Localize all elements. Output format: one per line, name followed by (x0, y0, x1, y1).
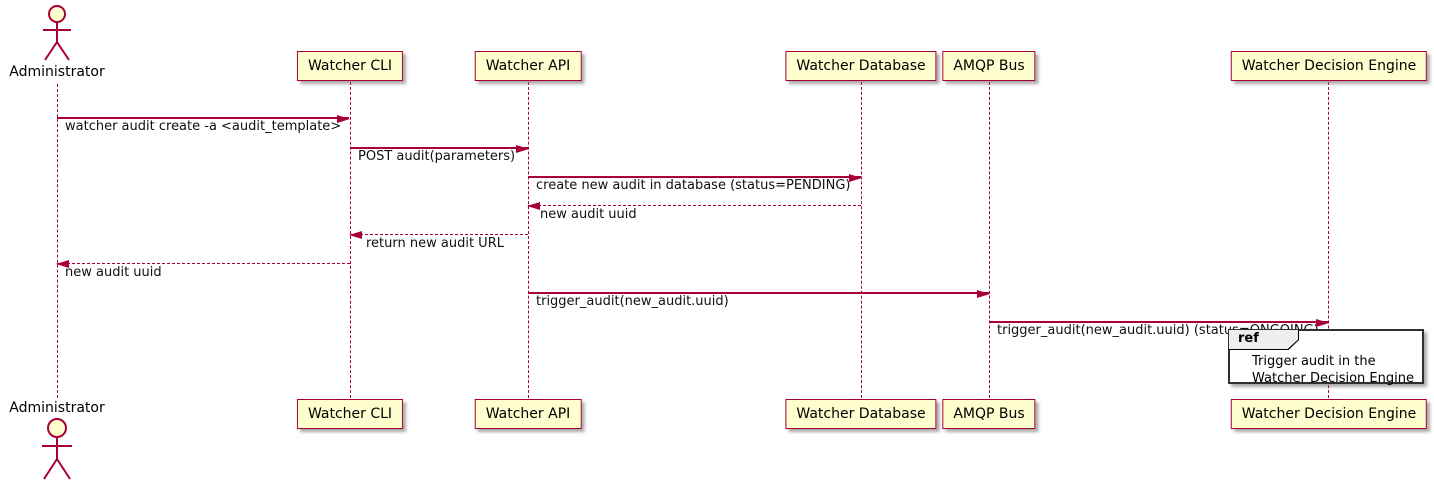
ref-keyword: ref (1229, 330, 1298, 349)
participant-watcher-api-bottom: Watcher API (474, 399, 582, 429)
actor-administrator-top: Administrator (7, 4, 107, 80)
message-4: new audit uuid (527, 202, 861, 227)
message-label: new audit uuid (65, 265, 162, 280)
lifeline-amqp-bus (989, 82, 990, 398)
message-2: POST audit(parameters) (350, 145, 529, 169)
message-arrow (349, 231, 528, 239)
message-arrow (528, 290, 990, 298)
arrowhead-icon (516, 145, 529, 153)
participant-amqp-bus-top: AMQP Bus (942, 51, 1036, 81)
ref-text-line1: Trigger audit in the (1252, 354, 1376, 369)
message-label: trigger_audit(new_audit.uuid) (536, 294, 729, 309)
message-7: trigger_audit(new_audit.uuid) (528, 290, 990, 314)
message-label: POST audit(parameters) (358, 149, 516, 164)
message-arrow (57, 115, 350, 123)
actor-icon (43, 5, 71, 61)
arrowhead-icon (349, 231, 362, 239)
actor-label: Administrator (9, 400, 105, 416)
participant-watcher-cli-top: Watcher CLI (296, 51, 404, 81)
arrowhead-icon (977, 290, 990, 298)
message-3: create new audit in database (status=PEN… (528, 174, 862, 198)
message-label: create new audit in database (status=PEN… (536, 178, 851, 193)
message-arrow (528, 174, 862, 182)
ref-body: Trigger audit in the Watcher Decision En… (1252, 353, 1414, 387)
participant-watcher-database-bottom: Watcher Database (785, 399, 937, 429)
message-arrow (989, 319, 1329, 327)
actor-label: Administrator (9, 64, 105, 80)
arrowhead-icon (56, 260, 69, 268)
message-label: watcher audit create -a <audit_template> (65, 119, 342, 134)
lifeline-administrator (57, 84, 58, 398)
message-6: new audit uuid (56, 260, 350, 285)
participant-watcher-decision-engine-top: Watcher Decision Engine (1230, 51, 1428, 81)
message-label: new audit uuid (540, 207, 637, 222)
ref-fragment: ref Trigger audit in the Watcher Decisio… (1228, 329, 1424, 387)
participant-watcher-database-top: Watcher Database (785, 51, 937, 81)
participant-watcher-cli-bottom: Watcher CLI (296, 399, 404, 429)
message-arrow (527, 202, 861, 210)
lifeline-watcher-cli (350, 82, 351, 398)
lifeline-watcher-api (528, 82, 529, 398)
participant-amqp-bus-bottom: AMQP Bus (942, 399, 1036, 429)
lifeline-watcher-decision-engine (1328, 82, 1329, 398)
message-arrow (350, 145, 529, 153)
message-label: return new audit URL (366, 236, 504, 251)
message-5: return new audit URL (349, 231, 528, 256)
message-arrow (56, 260, 350, 268)
actor-administrator-bottom: Administrator (7, 400, 107, 484)
arrowhead-icon (527, 202, 540, 210)
participant-watcher-decision-engine-bottom: Watcher Decision Engine (1230, 399, 1428, 429)
arrowhead-icon (337, 115, 350, 123)
ref-text-line2: Watcher Decision Engine (1252, 371, 1414, 386)
participant-watcher-api-top: Watcher API (474, 51, 582, 81)
ref-tag: ref (1229, 330, 1299, 350)
arrowhead-icon (849, 174, 862, 182)
arrowhead-icon (1316, 319, 1329, 327)
lifeline-watcher-database (861, 82, 862, 398)
actor-icon (42, 418, 72, 480)
message-1: watcher audit create -a <audit_template> (57, 115, 350, 139)
